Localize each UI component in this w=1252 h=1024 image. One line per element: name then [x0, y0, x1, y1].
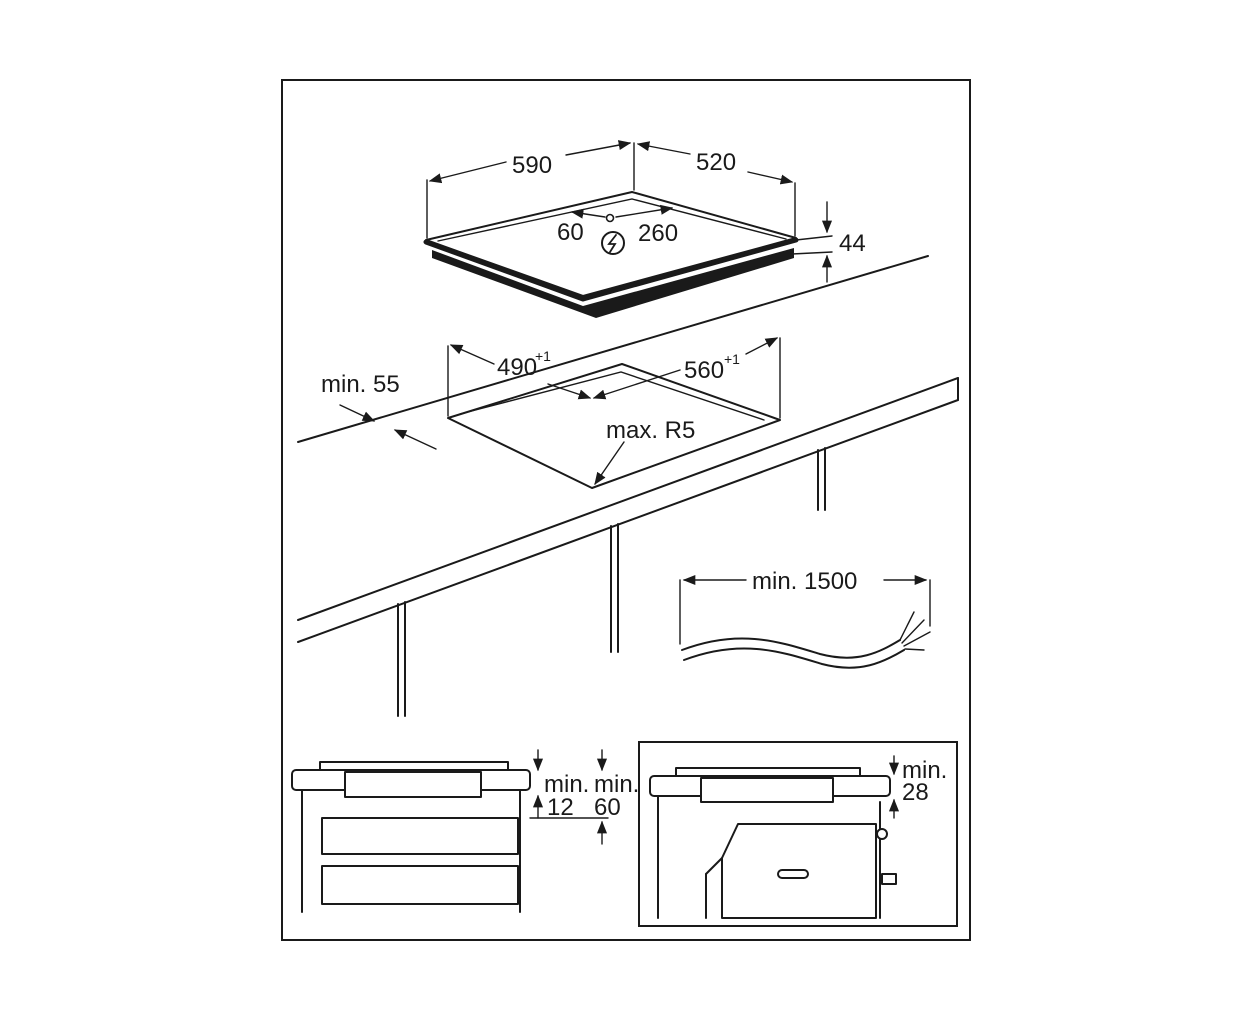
left-detail-min-a: min.: [544, 771, 589, 798]
dim-hob-depth: 520: [696, 149, 736, 176]
cutout-drawing: [339, 337, 781, 489]
dim-connection-left: 60: [557, 219, 584, 246]
dim-hob-height: 44: [839, 230, 866, 257]
oven-knob: [881, 873, 897, 885]
dim-hob-width: 590: [512, 152, 552, 179]
worktop-drawing: [297, 255, 959, 717]
left-drawer-upper: [321, 817, 519, 855]
diagram-frame: [281, 79, 971, 941]
electrical-connection-icon: [601, 231, 625, 255]
dim-corner-radius: max. R5: [606, 417, 695, 444]
hob-dimension-lines: [426, 140, 833, 283]
dim-cutout-width: 560: [684, 357, 724, 384]
dim-cutout-depth-tolerance: +1: [535, 348, 551, 364]
left-detail-drawing: [291, 749, 609, 913]
oven-handle: [777, 869, 809, 879]
dim-cutout-depth: 490: [497, 354, 537, 381]
dim-min-front-distance: min. 55: [321, 371, 400, 398]
left-detail-value-a: 12: [547, 794, 574, 821]
dim-cutout-width-tolerance: +1: [724, 351, 740, 367]
right-detail-value: 28: [902, 779, 929, 806]
right-detail-min: min.: [902, 757, 947, 784]
right-detail-frame: [638, 741, 958, 927]
hob-drawing: [423, 191, 799, 318]
dim-connection-right: 260: [638, 220, 678, 247]
right-detail-drawing: [638, 741, 958, 927]
dim-cable-length: min. 1500: [752, 568, 857, 595]
left-detail-value-b: 60: [594, 794, 621, 821]
cable-drawing: [679, 574, 931, 669]
left-drawer-lower: [321, 865, 519, 905]
left-detail-min-b: min.: [594, 771, 639, 798]
